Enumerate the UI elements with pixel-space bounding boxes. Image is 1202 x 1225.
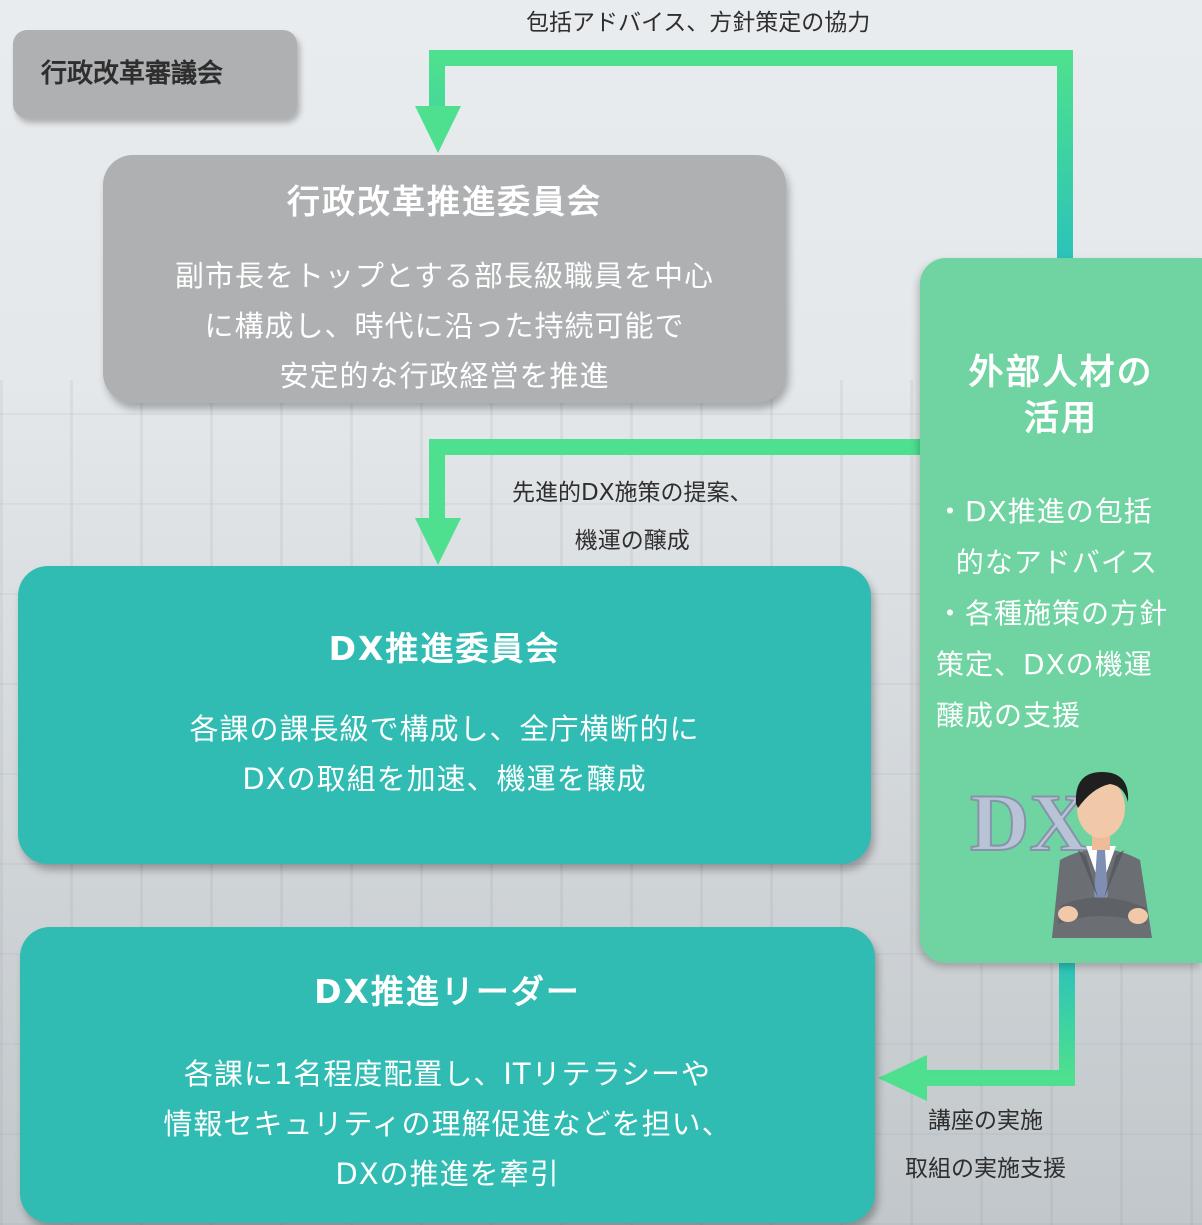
dx-committee-title: DX推進委員会	[328, 629, 561, 668]
businessman-dx-illustration: DX	[969, 772, 1152, 938]
arrow-bottom	[925, 963, 1075, 1086]
admin-council-tag: 行政改革審議会	[13, 30, 297, 118]
external-talent-list: ・DX推進の包括 的なアドバイス ・各種施策の方針 策定、DXの機運 醸成の支援	[936, 486, 1202, 741]
dx-leader-desc-line: 各課に1名程度配置し、ITリテラシーや	[183, 1057, 712, 1091]
dx-committee-box: DX推進委員会 各課の課長級で構成し、全庁横断的に DXの取組を加速、機運を醸成	[18, 566, 871, 864]
arrow-middle-label: 先進的DX施策の提案、 機運の醸成	[512, 474, 752, 560]
arrow-bottom-label: 講座の実施 取組の実施支援	[905, 1102, 1066, 1188]
external-list-item: ・各種施策の方針	[936, 597, 1169, 630]
external-list-item: 醸成の支援	[936, 699, 1082, 732]
dx-leader-desc-line: DXの推進を牽引	[335, 1157, 560, 1191]
dx-leader-box: DX推進リーダー 各課に1名程度配置し、ITリテラシーや 情報セキュリティの理解…	[20, 927, 875, 1223]
arrow-bottom-label-line: 取組の実施支援	[905, 1156, 1066, 1182]
dx-leader-desc: 各課に1名程度配置し、ITリテラシーや 情報セキュリティの理解促進などを担い、 …	[20, 1049, 875, 1199]
dx-leader-title: DX推進リーダー	[314, 972, 581, 1011]
external-list-item: 策定、DXの機運	[936, 648, 1153, 681]
dx-committee-desc-line: 各課の課長級で構成し、全庁横断的に	[189, 712, 700, 746]
arrow-bottom-label-line: 講座の実施	[928, 1108, 1043, 1134]
admin-reform-committee-box: 行政改革推進委員会 副市長をトップとする部長級職員を中心 に構成し、時代に沿った…	[103, 155, 786, 403]
arrow-bottom-head	[878, 1055, 927, 1101]
dx-illustration-text: DX	[970, 777, 1088, 868]
admin-committee-title: 行政改革推進委員会	[287, 182, 602, 221]
external-title-line: 活用	[1023, 399, 1098, 439]
external-list-item: ・DX推進の包括	[936, 495, 1153, 528]
external-title-line: 外部人材の	[968, 353, 1154, 393]
dx-leader-desc-line: 情報セキュリティの理解促進などを担い、	[163, 1107, 732, 1141]
arrow-middle	[429, 439, 920, 520]
arrow-top-head	[415, 106, 461, 153]
admin-desc-line: に構成し、時代に沿った持続可能で	[204, 309, 685, 343]
arrow-top	[429, 50, 1073, 258]
admin-committee-desc: 副市長をトップとする部長級職員を中心 に構成し、時代に沿った持続可能で 安定的な…	[103, 251, 786, 401]
admin-desc-line: 安定的な行政経営を推進	[279, 359, 610, 393]
arrow-middle-label-line: 機運の醸成	[574, 528, 690, 554]
external-talent-title: 外部人材の 活用	[920, 350, 1202, 442]
external-talent-panel: 外部人材の 活用 ・DX推進の包括 的なアドバイス ・各種施策の方針 策定、DX…	[920, 258, 1202, 963]
arrow-middle-head	[415, 518, 461, 565]
dx-committee-desc: 各課の課長級で構成し、全庁横断的に DXの取組を加速、機運を醸成	[18, 704, 871, 804]
arrow-top-label: 包括アドバイス、方針策定の協力	[526, 10, 871, 36]
admin-desc-line: 副市長をトップとする部長級職員を中心	[174, 259, 715, 293]
external-list-item: 的なアドバイス	[936, 546, 1158, 579]
dx-committee-desc-line: DXの取組を加速、機運を醸成	[242, 762, 647, 796]
arrow-middle-label-line: 先進的DX施策の提案、	[512, 480, 753, 506]
